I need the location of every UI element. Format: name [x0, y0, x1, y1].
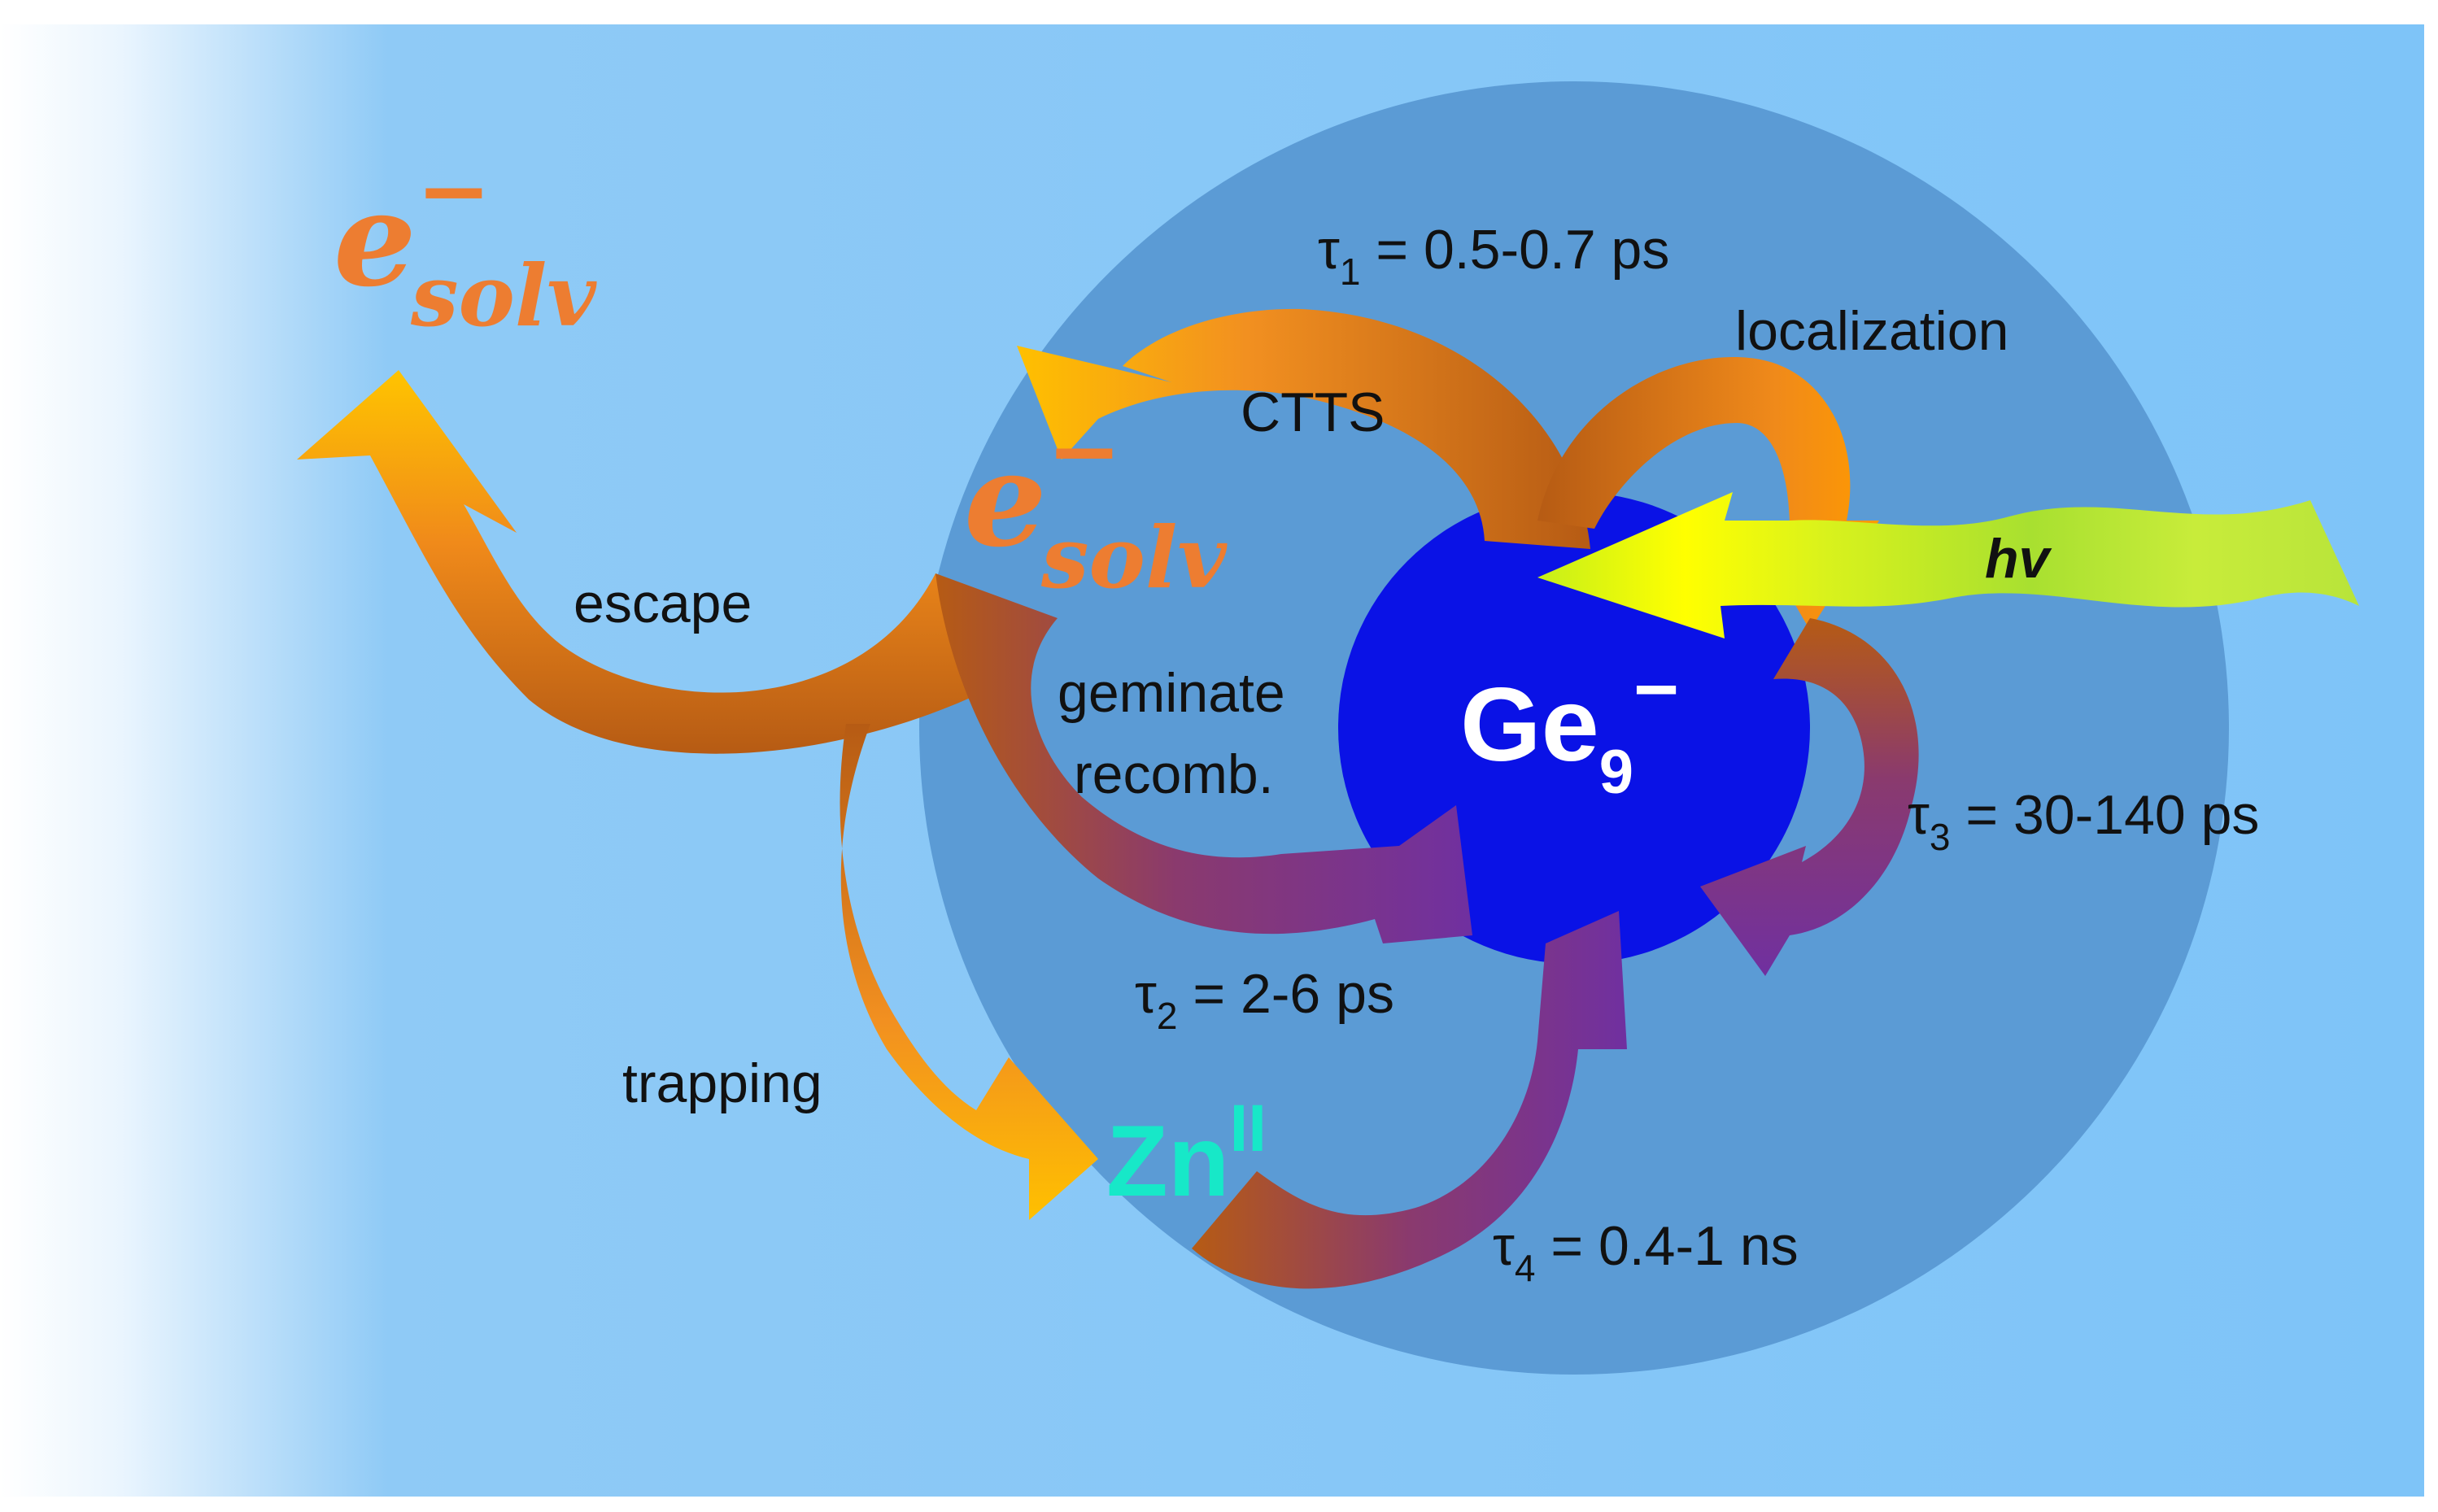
tau4-label: τ4 = 0.4-1 ns — [1493, 1215, 1799, 1289]
geminate-recombination-arrow — [936, 573, 1472, 943]
esolv-outer-subscript: solv — [410, 246, 597, 346]
tau4-arrow — [1192, 911, 1627, 1289]
tau3-value: = 30-140 ps — [1950, 784, 2259, 846]
esolv-inner-base: e — [964, 423, 1047, 576]
tau3-index: 3 — [1930, 816, 1951, 858]
photon-hv-arrow — [1537, 492, 2359, 638]
trapping-label: trapping — [622, 1052, 822, 1114]
zinc-base: Zn — [1106, 1105, 1230, 1218]
esolv-inner-superscript: − — [1047, 398, 1122, 503]
ge9-subscript: 9 — [1599, 738, 1633, 807]
photon-label: hv — [1985, 528, 2052, 590]
tau3-label: τ3 = 30-140 ps — [1908, 784, 2259, 858]
tau2-index: 2 — [1157, 995, 1178, 1037]
trapping-arrow — [840, 724, 1098, 1220]
ctts-arrow — [1017, 308, 1590, 549]
esolv-outer-label: e− — [334, 137, 491, 316]
tau1-index: 1 — [1340, 251, 1361, 293]
escape-arrow — [297, 370, 984, 754]
tau2-symbol: τ — [1135, 963, 1157, 1025]
esolv-outer-superscript: − — [417, 137, 491, 242]
ge9-charge: − — [1633, 646, 1679, 733]
ge9-base: Ge — [1460, 667, 1599, 783]
localization-label: localization — [1735, 300, 2008, 362]
tau3-arrow — [1700, 618, 1919, 976]
esolv-outer-base: e — [334, 163, 417, 316]
tau4-value: = 0.4-1 ns — [1535, 1215, 1798, 1277]
tau4-symbol: τ — [1493, 1215, 1515, 1277]
geminate-label-line2: recomb. — [1074, 743, 1274, 805]
ctts-label: CTTS — [1241, 381, 1385, 443]
tau2-value: = 2-6 ps — [1177, 963, 1394, 1025]
zinc-label: ZnII — [1106, 1092, 1267, 1218]
tau3-symbol: τ — [1908, 784, 1930, 846]
tau4-index: 4 — [1515, 1247, 1536, 1289]
ge9-label: Ge9− — [1460, 646, 1679, 807]
escape-label: escape — [574, 573, 752, 634]
zinc-superscript: II — [1230, 1092, 1267, 1166]
tau2-label: τ2 = 2-6 ps — [1135, 963, 1394, 1037]
esolv-inner-subscript: solv — [1040, 508, 1228, 608]
geminate-label-line1: geminate — [1058, 662, 1285, 724]
esolv-inner-label: e− — [964, 398, 1122, 576]
tau1-label: τ1 = 0.5-0.7 ps — [1318, 219, 1669, 293]
tau1-value: = 0.5-0.7 ps — [1360, 219, 1669, 281]
tau1-symbol: τ — [1318, 219, 1340, 281]
